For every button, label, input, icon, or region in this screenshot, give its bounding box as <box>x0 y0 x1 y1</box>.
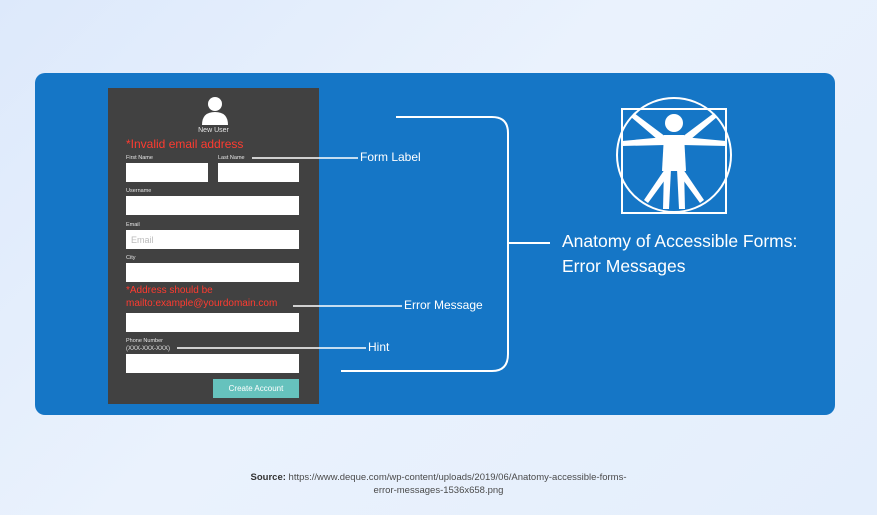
create-account-button[interactable]: Create Account <box>213 379 299 398</box>
hint-annotation: Hint <box>368 340 390 354</box>
phone-field[interactable] <box>126 354 299 373</box>
phone-hint: (XXX-XXX-XXX) <box>126 346 171 352</box>
form-label-annotation: Form Label <box>360 150 421 164</box>
address-error-line2: mailto:example@yourdomain.com <box>126 298 278 309</box>
address-field[interactable] <box>126 313 299 332</box>
source-line1: Source: https://www.deque.com/wp-content… <box>0 471 877 484</box>
source-url-part2: error-messages-1536x658.png <box>373 485 504 496</box>
city-label: City <box>126 255 136 261</box>
city-field[interactable] <box>126 263 299 282</box>
last-name-label: Last Name <box>218 155 245 161</box>
vitruvian-man-icon <box>616 97 732 214</box>
source-label: Source: <box>250 472 286 483</box>
form-title: New User <box>198 127 229 134</box>
user-avatar-icon <box>202 97 228 125</box>
last-name-field[interactable] <box>218 163 299 182</box>
error-summary: *Invalid email address <box>126 137 244 151</box>
form-mockup: New User *Invalid email address First Na… <box>108 88 319 404</box>
phone-label: Phone Number <box>126 338 163 344</box>
address-error-line1: *Address should be <box>126 285 213 296</box>
username-label: Username <box>126 188 152 194</box>
error-message-annotation: Error Message <box>404 298 483 312</box>
heading-line1: Anatomy of Accessible Forms: <box>562 231 798 251</box>
first-name-label: First Name <box>126 155 153 161</box>
source-url-part1: https://www.deque.com/wp-content/uploads… <box>288 472 627 483</box>
source-caption: Source: https://www.deque.com/wp-content… <box>0 471 877 497</box>
email-field[interactable] <box>126 230 299 249</box>
infographic-heading: Anatomy of Accessible Forms: Error Messa… <box>562 229 797 279</box>
email-label: Email <box>126 222 140 228</box>
heading-line2: Error Messages <box>562 256 686 276</box>
username-field[interactable] <box>126 196 299 215</box>
first-name-field[interactable] <box>126 163 208 182</box>
